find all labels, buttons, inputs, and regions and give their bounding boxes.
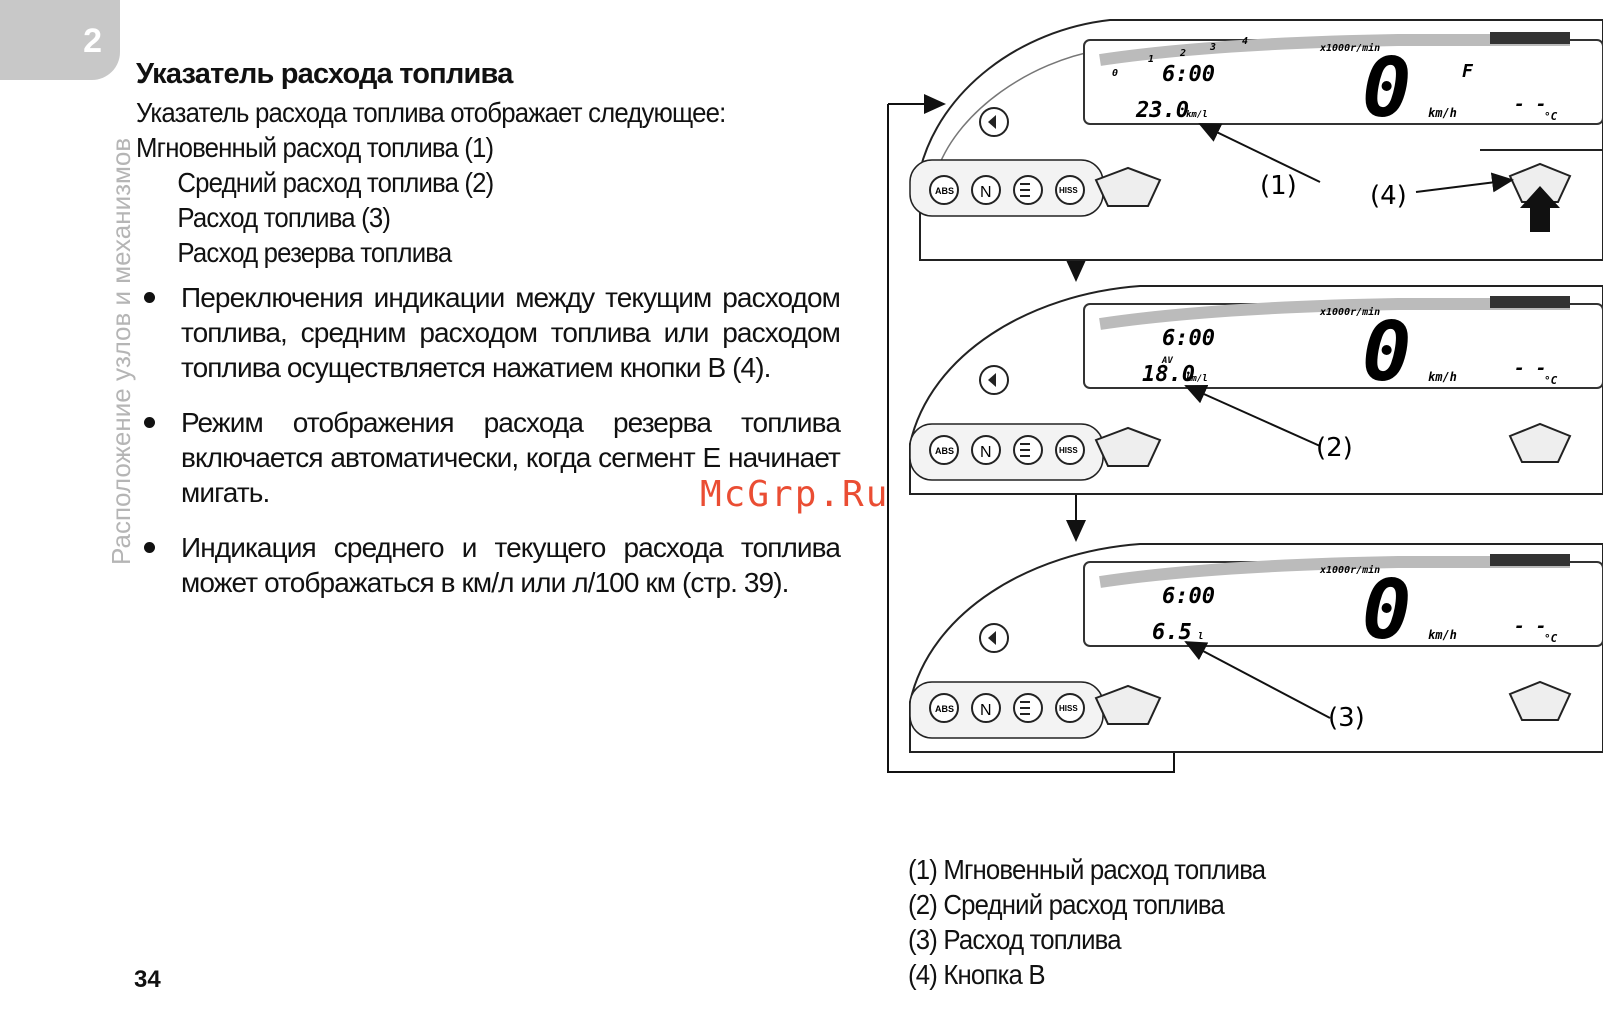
tacho-tick: 3 [1209,42,1216,53]
legend-item: (4) Кнопка B [908,959,1046,990]
fuel-unit: l [1198,632,1203,642]
neutral-indicator-icon [971,693,1001,723]
fuel-unit: km/l [1186,110,1208,120]
bullet-item: Индикация среднего и текущего расхода то… [136,530,841,600]
bullet-text: Режим отображения расхода резерва топлив… [181,407,841,508]
abs-indicator-icon [929,435,959,465]
legend-item: (2) Средний расход топлива [908,889,1225,920]
abs-label: ABS [935,704,954,714]
abs-label: ABS [935,446,954,456]
callout-4: (4) [1370,181,1407,211]
chapter-number: 2 [83,22,102,60]
neutral-label: N [980,702,992,719]
intro-line: Указатель расхода топлива отображает сле… [136,97,726,128]
fuel-value-display: 18.0 [1142,362,1195,387]
section-title: Указатель расхода топлива [136,58,513,90]
neutral-label: N [980,184,992,201]
abs-indicator-icon [929,693,959,723]
abs-indicator-icon [929,175,959,205]
chapter-side-label: Расположение узлов и механизмов [106,137,136,565]
callout-1: (1) [1260,171,1297,201]
list-item: Мгновенный расход топлива (1) [136,132,494,163]
list-item: Расход резерва топлива [177,237,452,268]
rpm-bar [1099,32,1570,66]
hiss-indicator-icon [1055,435,1085,465]
text-column: Указатель расхода топлива Указатель расх… [136,58,841,620]
bullet-item: Режим отображения расхода резерва топлив… [136,405,841,510]
bullet-item: Переключения индикации между текущим рас… [136,280,841,385]
watermark: McGrp.Ru [700,474,890,515]
legend-item: (1) Мгновенный расход топлива [908,854,1266,885]
callout-2: (2) [1316,433,1353,463]
hiss-label: HISS [1059,186,1078,195]
temp-display: - - [1514,94,1547,115]
neutral-indicator-icon [971,175,1001,205]
bullet-dot [144,292,155,303]
mode-button-left-icon[interactable] [1094,684,1162,725]
dashboard-illustration: x1000r/min 0 1 2 3 4 F 6:00 23.0 km/l 0 … [887,19,1603,773]
hiss-label: HISS [1059,704,1078,713]
average-tag: AV [1161,356,1173,366]
temp-display: - - [1514,616,1547,637]
speed-unit: km/h [1428,628,1457,642]
fuel-gauge-letter: F [1462,61,1474,82]
abs-label: ABS [935,186,954,196]
dashboard-2: x1000r/min 6:00 AV 18.0 km/l 0 km/h - - … [909,285,1603,495]
button-b-icon[interactable] [1508,680,1572,721]
hiss-indicator-icon [1055,175,1085,205]
figure-legend: (1) Мгновенный расход топлива (2) Средни… [908,852,1296,992]
callout-3: (3) [1328,703,1365,733]
tacho-tick: 2 [1179,48,1186,59]
speed-display: 0 [1362,305,1411,400]
tacho-tick: 1 [1148,54,1154,65]
fuel-unit: km/l [1186,374,1208,384]
button-b-icon[interactable] [1508,422,1572,463]
mode-button-left-icon[interactable] [1094,426,1162,467]
tacho-label: x1000r/min [1319,564,1380,576]
temp-unit: °C [1544,110,1558,123]
bullet-text: Переключения индикации между текущим рас… [181,282,841,383]
clock-display: 6:00 [1162,326,1215,351]
speed-display: 0 [1362,41,1411,136]
clock-display: 6:00 [1162,584,1215,609]
neutral-label: N [980,444,992,461]
temp-unit: °C [1544,632,1558,645]
bullet-dot [144,542,155,553]
bullet-dot [144,417,155,428]
neutral-indicator-icon [971,435,1001,465]
fuel-value-display: 23.0 [1135,98,1189,123]
temp-display: - - [1514,358,1547,379]
speed-display: 0 [1362,563,1411,658]
mode-button-left-icon[interactable] [1094,166,1162,207]
tacho-label: x1000r/min [1319,306,1380,318]
temp-unit: °C [1544,374,1558,387]
chapter-tab: 2 [0,0,120,80]
clock-display: 6:00 [1162,62,1215,87]
bullet-text: Индикация среднего и текущего расхода то… [181,532,841,598]
list-item: Средний расход топлива (2) [177,167,494,198]
tacho-tick: 0 [1112,68,1118,79]
dashboard-3: x1000r/min 6:00 6.5 l 0 km/h - - °C ABS … [909,543,1603,753]
press-arrow-icon [1520,186,1560,232]
dashboard-1: x1000r/min 0 1 2 3 4 F 6:00 23.0 km/l 0 … [909,19,1603,261]
list-item: Расход топлива (3) [177,202,391,233]
legend-item: (3) Расход топлива [908,924,1122,955]
tacho-label: x1000r/min [1319,42,1380,54]
speed-unit: km/h [1428,106,1457,120]
fuel-value-display: 6.5 [1152,620,1192,645]
button-b-icon[interactable] [1508,162,1572,203]
tacho-tick: 4 [1242,36,1248,47]
hiss-label: HISS [1059,446,1078,455]
bullet-list: Переключения индикации между текущим рас… [136,280,841,600]
hiss-indicator-icon [1055,693,1085,723]
speed-unit: km/h [1428,370,1457,384]
page-number: 34 [134,966,161,993]
